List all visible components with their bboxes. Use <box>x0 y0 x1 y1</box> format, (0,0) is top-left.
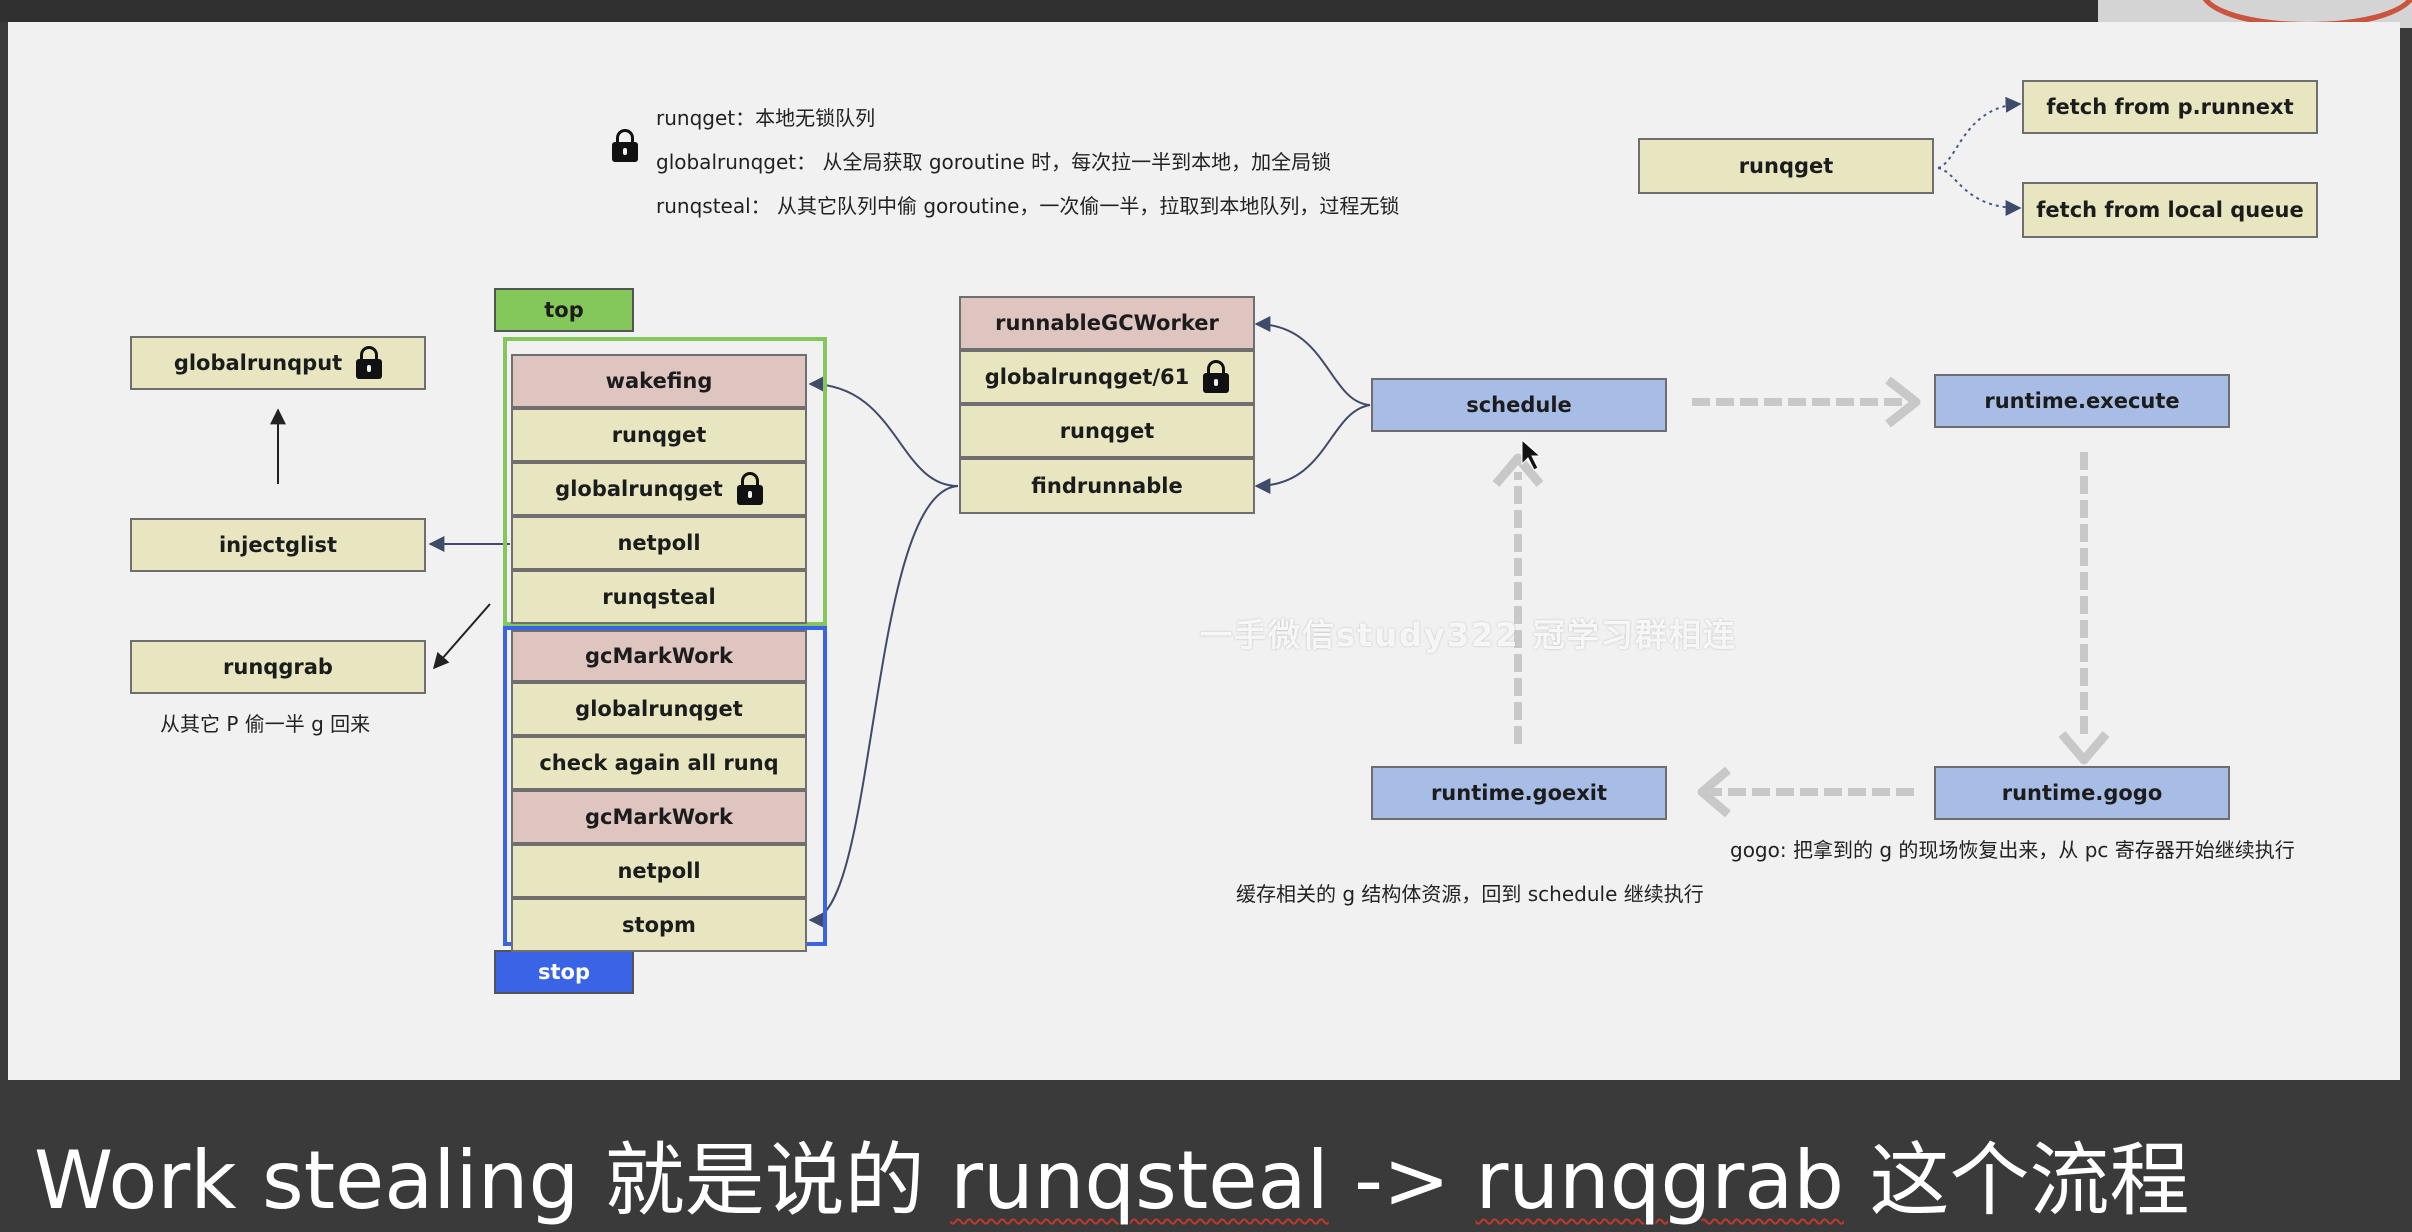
runqgrab-box: runqgrab <box>130 640 426 694</box>
stack-item-wakefing: wakefing <box>511 354 807 408</box>
globalrunqput-label: globalrunqput <box>173 351 343 375</box>
schedule-box: schedule <box>1371 378 1667 432</box>
lock-icon <box>356 346 383 379</box>
top-frame <box>503 337 827 626</box>
runtime-goexit-box: runtime.goexit <box>1371 766 1667 820</box>
watermark: 一手微信study322 冠学习群相连 <box>1200 616 1737 654</box>
slide-canvas: runqget：本地无锁队列 globalrunqget： 从全局获取 goro… <box>8 22 2400 1080</box>
stack-item-globalrunqget: globalrunqget <box>511 462 807 516</box>
edge-runqget-local <box>1937 167 2022 216</box>
injectglist-box: injectglist <box>130 518 426 572</box>
lock-icon <box>1203 360 1230 393</box>
middle-runnablegcworker: runnableGCWorker <box>959 296 1255 350</box>
note-gogo: gogo: 把拿到的 g 的现场恢复出来，从 pc 寄存器开始继续执行 <box>1730 838 2295 862</box>
edge-runqget-runnext <box>1937 96 2022 169</box>
subtitle-part: -> <box>1328 1134 1476 1227</box>
runtime-execute-box: runtime.execute <box>1934 374 2230 428</box>
runtime-gogo-box: runtime.gogo <box>1934 766 2230 820</box>
subtitle-caption: Work stealing 就是说的 runqsteal -> runqgrab… <box>34 1116 2189 1232</box>
subtitle-runqgrab: runqgrab <box>1475 1134 1845 1227</box>
lock-icon <box>736 472 763 505</box>
mouse-cursor <box>1521 438 1542 471</box>
note-globalrunqget: globalrunqget： 从全局获取 goroutine 时，每次拉一半到本… <box>656 150 1332 174</box>
stop-tag: stop <box>494 950 634 994</box>
stack-item-netpoll: netpoll <box>511 516 807 570</box>
middle-globalrunqget-label: globalrunqget/61 <box>984 365 1190 389</box>
fetch-local-queue-box: fetch from local queue <box>2022 182 2318 238</box>
stack-item-check-again: check again all runq <box>511 736 807 790</box>
note-runqgrab: 从其它 P 偷一半 g 回来 <box>160 712 371 736</box>
note-goexit: 缓存相关的 g 结构体资源，回到 schedule 继续执行 <box>1236 882 1704 906</box>
stack-item-runqget: runqget <box>511 408 807 462</box>
middle-findrunnable: findrunnable <box>959 458 1255 514</box>
edge-findrunnable-stopm <box>808 485 959 928</box>
subtitle-part: Work stealing 就是说的 <box>34 1134 951 1227</box>
top-tag: top <box>494 288 634 332</box>
stack-item-stopm: stopm <box>511 898 807 952</box>
globalrunqput-box: globalrunqput <box>130 336 426 390</box>
stack-item-runqsteal: runqsteal <box>511 570 807 624</box>
note-runqsteal: runqsteal： 从其它队列中偷 goroutine，一次偷一半，拉取到本地… <box>656 194 1400 218</box>
edge-runqsteal-runqgrab <box>432 603 491 670</box>
fetch-runnext-box: fetch from p.runnext <box>2022 80 2318 134</box>
runqget-box: runqget <box>1638 138 1934 194</box>
subtitle-part: 这个流程 <box>1844 1134 2190 1227</box>
lock-icon <box>612 129 638 166</box>
edge-schedule-findrunnable <box>1254 404 1371 494</box>
stack-item-gcmarkwork-2: gcMarkWork <box>511 790 807 844</box>
stack-item-gcmarkwork: gcMarkWork <box>511 630 807 682</box>
stack-item-netpoll-2: netpoll <box>511 844 807 898</box>
stack-item-label: globalrunqget <box>555 477 723 501</box>
middle-globalrunqget: globalrunqget/61 <box>959 350 1255 404</box>
top-bar <box>0 0 2412 22</box>
stack-item-globalrunqget-2: globalrunqget <box>511 682 807 736</box>
middle-runqget: runqget <box>959 404 1255 458</box>
edge-schedule-runnablegcworker <box>1254 316 1371 406</box>
note-runqget: runqget：本地无锁队列 <box>656 106 876 130</box>
subtitle-runqsteal: runqsteal <box>950 1134 1329 1227</box>
edge-findrunnable-top <box>808 376 959 487</box>
